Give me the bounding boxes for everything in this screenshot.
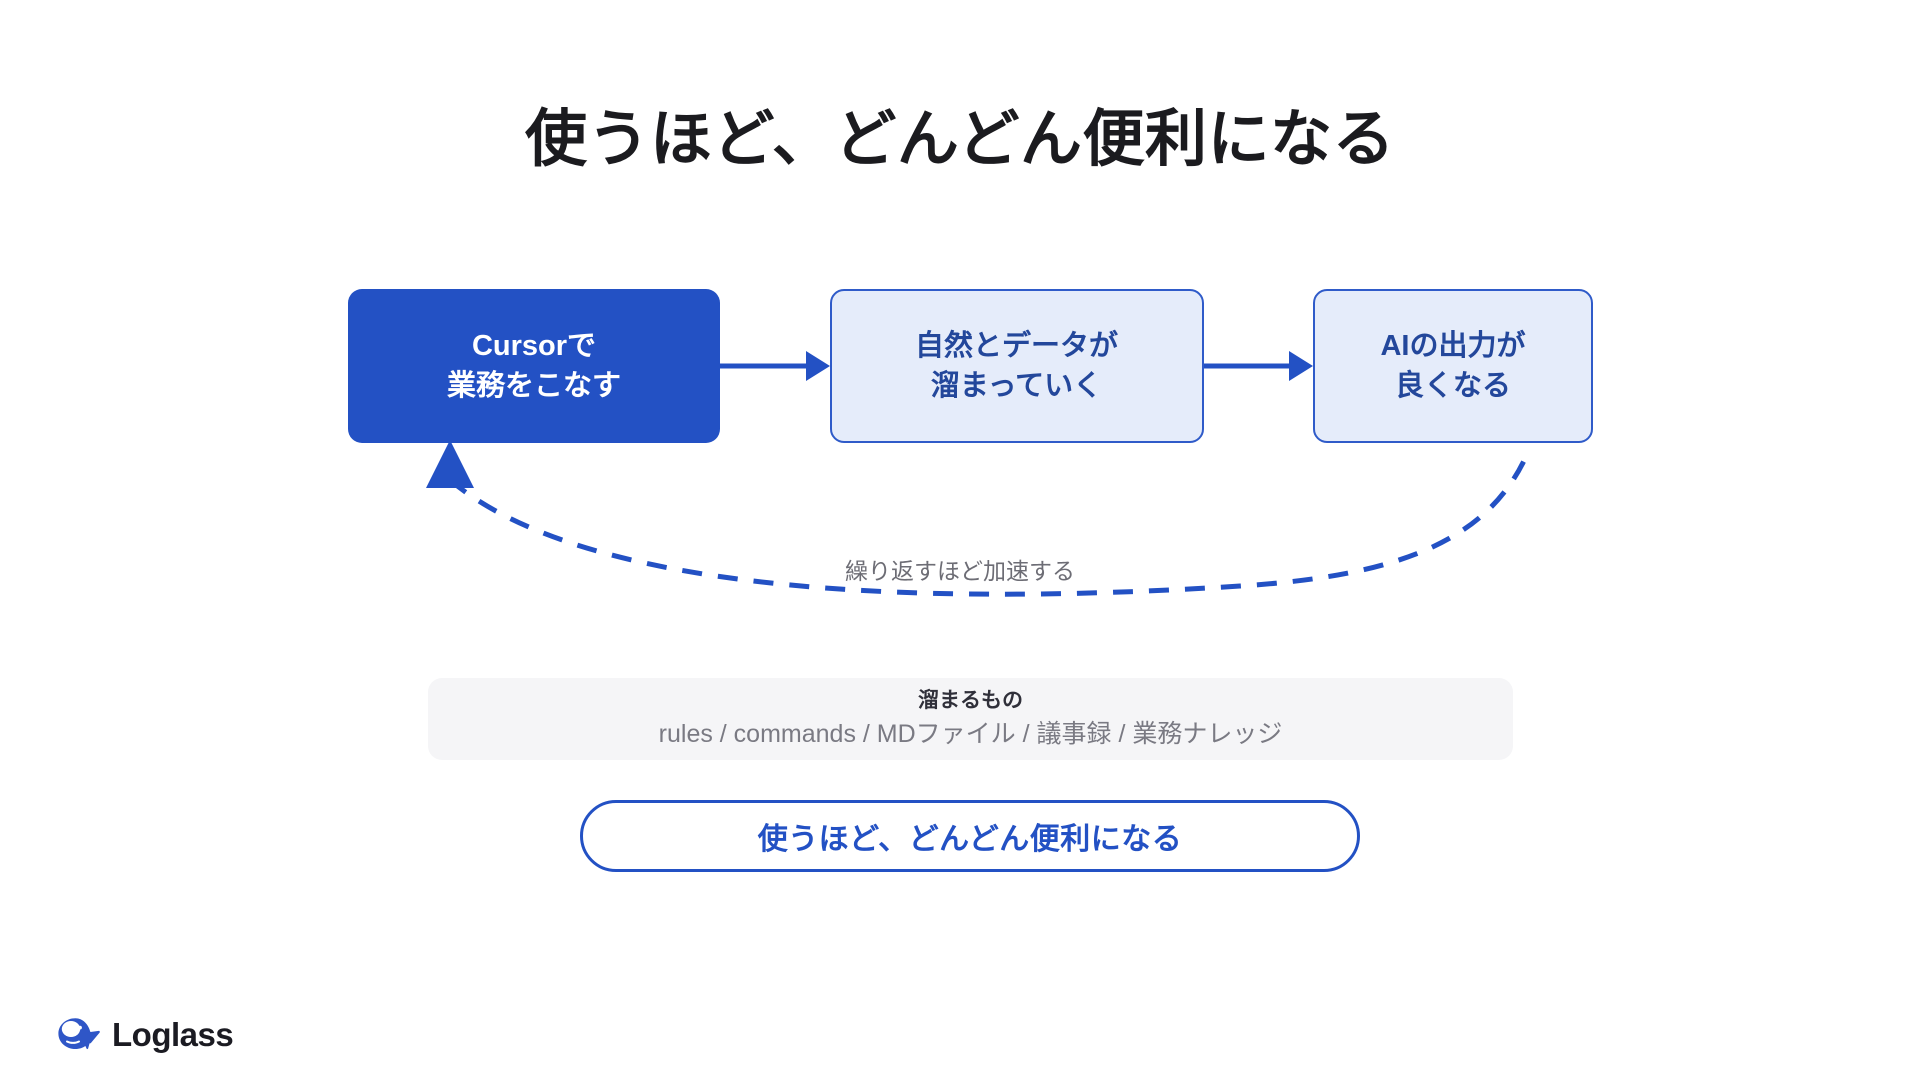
arrow-head: [1289, 351, 1313, 381]
conclusion-pill[interactable]: 使うほど、どんどん便利になる: [580, 800, 1360, 872]
flow-box-cursor-work[interactable]: Cursorで 業務をこなす: [348, 289, 720, 443]
arrow-shaft: [1203, 363, 1291, 369]
arrow-right-icon-1: [720, 346, 830, 386]
accumulate-panel: 溜まるもの rules / commands / MDファイル / 議事録 / …: [428, 678, 1513, 760]
flow-box-data-accumulates-line1: 自然とデータが: [914, 329, 1118, 362]
arrow-shaft: [720, 363, 808, 369]
flow-box-data-accumulates-line2: 溜まっていく: [930, 370, 1103, 402]
brand-logo-text: Loglass: [112, 1015, 234, 1053]
flow-diagram-row: Cursorで 業務をこなす 自然とデータが 溜まっていく AIの出力が 良くな…: [348, 286, 1593, 446]
accumulate-panel-heading: 溜まるもの: [918, 688, 1023, 712]
brand-logo: Loglass: [56, 1014, 234, 1054]
flow-box-cursor-work-line2: 業務をこなす: [446, 370, 621, 402]
feedback-loop-label: 繰り返すほど加速する: [845, 558, 1075, 584]
feedback-loop-path: [448, 451, 1531, 597]
accumulate-panel-items: rules / commands / MDファイル / 議事録 / 業務ナレッジ: [658, 720, 1283, 749]
page-title: 使うほど、どんどん便利になる: [524, 105, 1396, 174]
flow-box-cursor-work-line1: Cursorで: [471, 329, 597, 362]
flow-box-ai-output-improves-line1: AIの出力が: [1380, 329, 1526, 362]
feedback-loop-arrowhead: [426, 440, 474, 488]
arrow-head: [805, 351, 830, 381]
whale-icon: [58, 1018, 100, 1050]
feedback-loop-arrow-icon: [426, 440, 1531, 597]
flow-box-data-accumulates[interactable]: 自然とデータが 溜まっていく: [829, 289, 1204, 443]
arrow-right-icon-2: [1203, 346, 1313, 386]
flow-box-ai-output-improves-line2: 良くなる: [1394, 370, 1511, 402]
flow-box-ai-output-improves[interactable]: AIの出力が 良くなる: [1313, 289, 1593, 443]
